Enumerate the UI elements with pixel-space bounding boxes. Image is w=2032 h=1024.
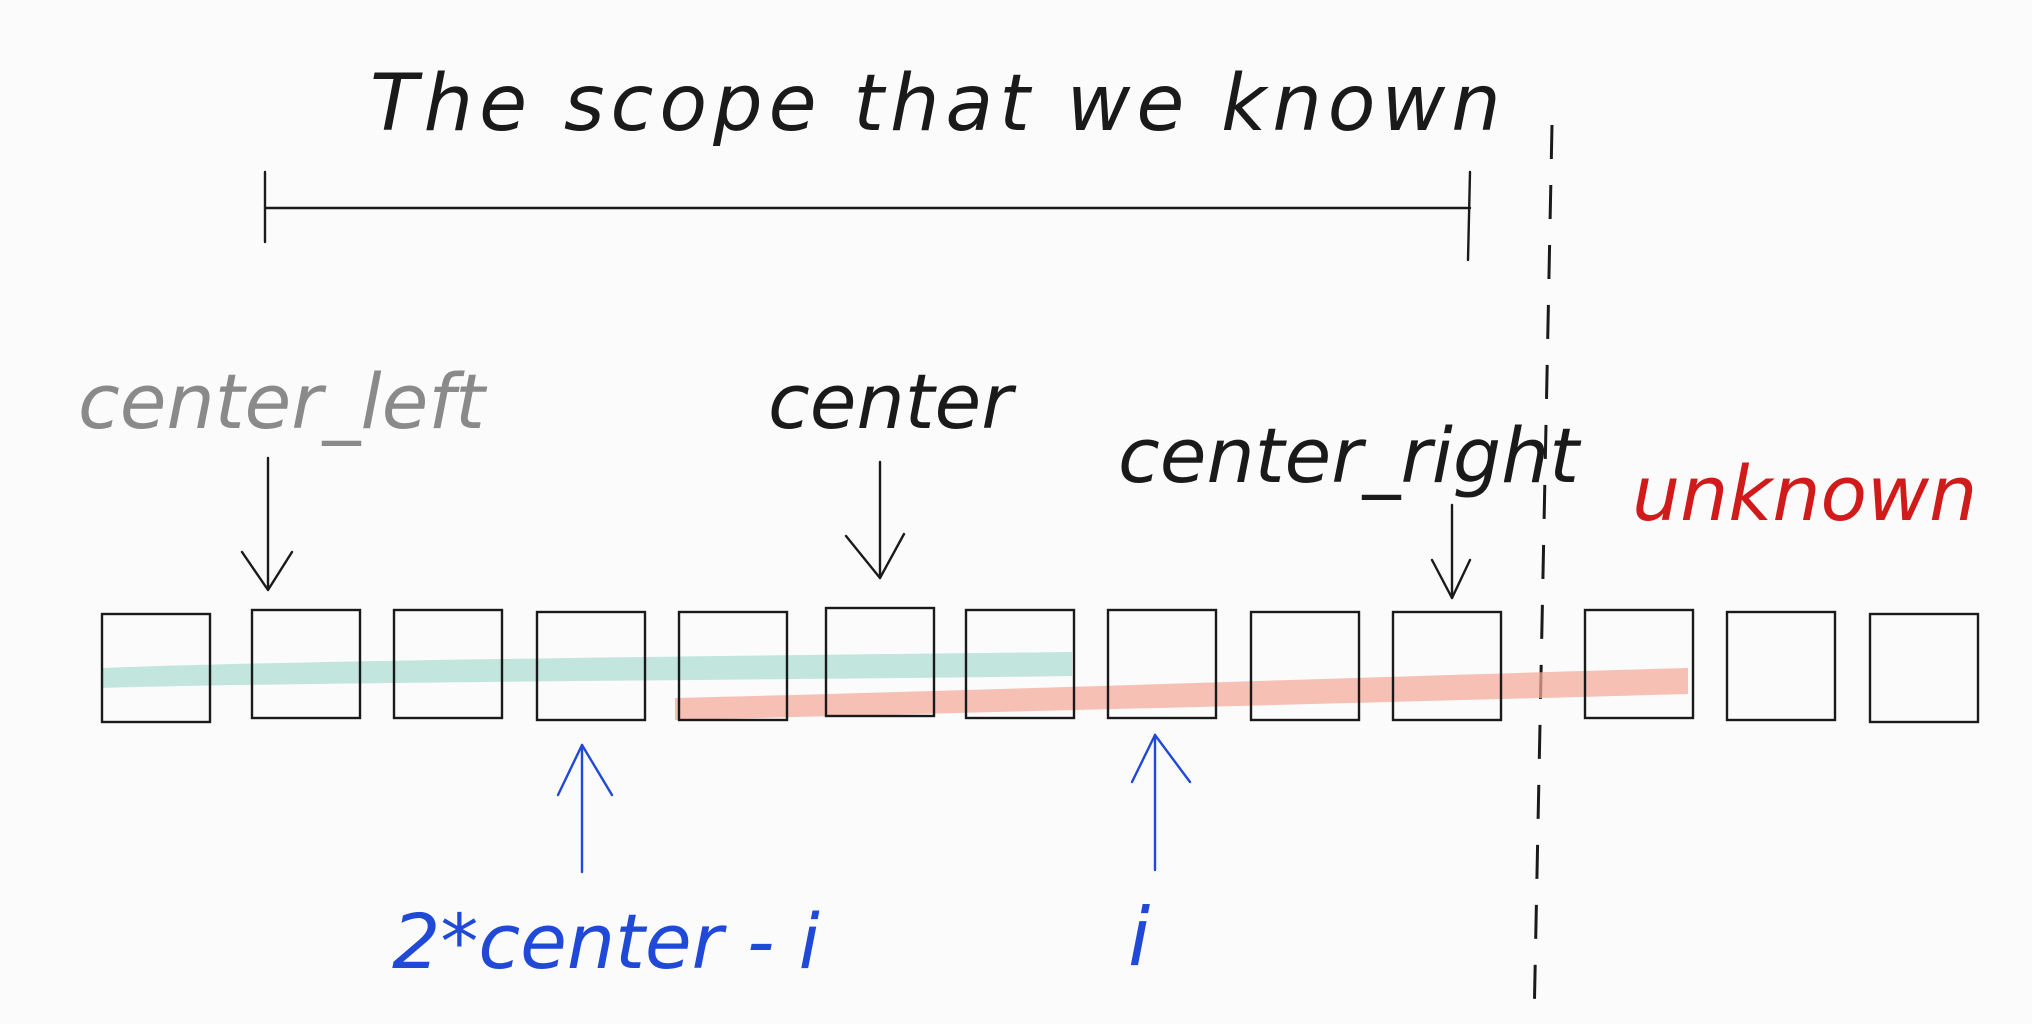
center-label: center	[768, 357, 1017, 446]
mirror-index-label: 2*center - i	[392, 897, 820, 986]
array-cell-unknown	[1725, 610, 1837, 722]
array-cell-known	[1106, 608, 1218, 720]
array-cell-unknown	[1583, 608, 1695, 720]
center-left-down-arrow	[240, 456, 294, 592]
left-mirror-highlight	[102, 652, 1072, 688]
center-right-label: center_right	[1118, 411, 1582, 500]
array-cell-known	[1391, 610, 1503, 722]
array-cell-unknown	[1868, 612, 1980, 724]
right-palindrome-highlight	[675, 668, 1688, 720]
array-cell-known	[100, 612, 212, 724]
array-cell-known	[535, 610, 647, 722]
array-cell-known	[1249, 610, 1361, 722]
i-up-arrow	[1130, 733, 1192, 872]
center-right-down-arrow	[1430, 503, 1472, 600]
diagram-title: The scope that we known	[370, 59, 1507, 149]
center-left-label: center_left	[78, 357, 488, 446]
array-cell-known	[824, 606, 936, 718]
known-scope-bracket	[263, 170, 1472, 262]
array-cell-known	[677, 610, 789, 722]
center-down-arrow	[844, 460, 906, 580]
known-boundary-dashed-line	[1532, 124, 1554, 1024]
scope-right-tick	[1466, 170, 1472, 262]
mirror-up-arrow	[556, 743, 614, 874]
unknown-label: unknown	[1632, 449, 1977, 538]
array-cells	[100, 606, 1980, 724]
array-cell-known	[392, 608, 504, 720]
array-cell-known	[964, 608, 1076, 720]
i-index-label: i	[1128, 891, 1150, 984]
array-cell-known	[250, 608, 362, 720]
